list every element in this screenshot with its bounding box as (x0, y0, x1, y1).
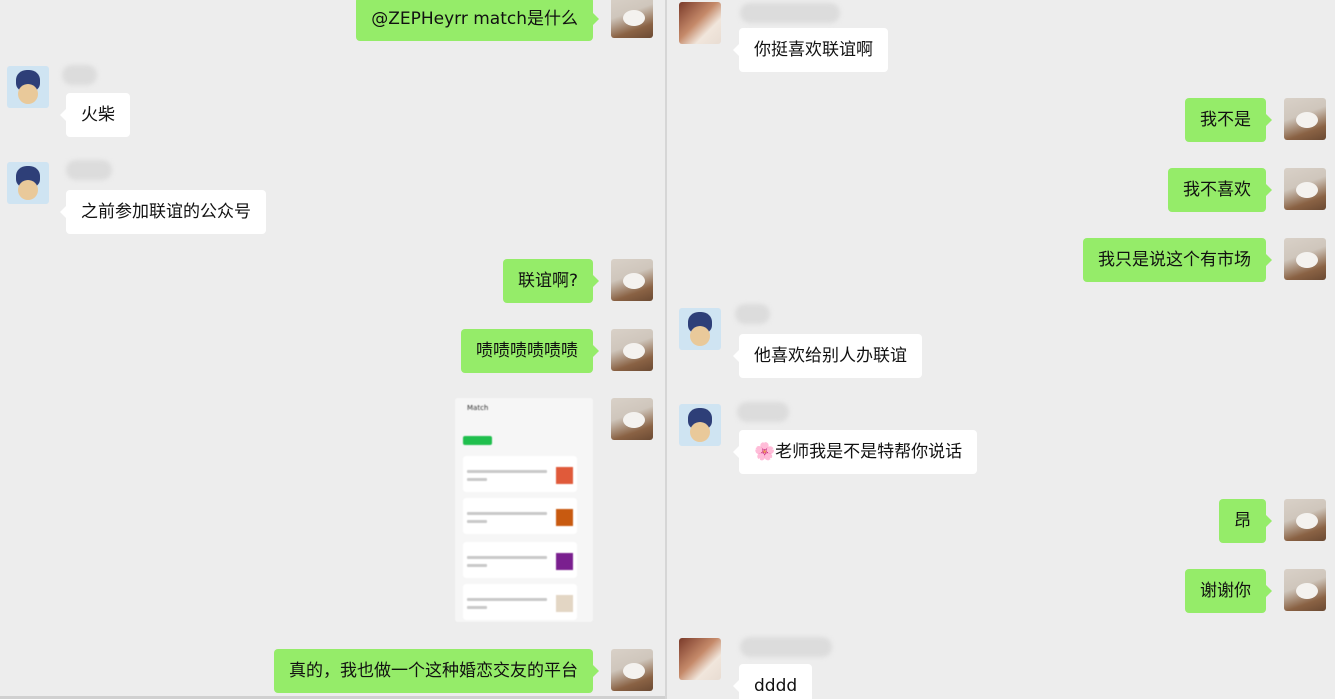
avatar[interactable] (611, 0, 653, 38)
sender-name (740, 637, 832, 657)
avatar[interactable] (1284, 238, 1326, 280)
avatar[interactable] (1284, 569, 1326, 611)
avatar[interactable] (611, 649, 653, 691)
avatar[interactable] (611, 259, 653, 301)
avatar[interactable] (1284, 98, 1326, 140)
message-bubble[interactable]: 昂 (1219, 499, 1272, 543)
chat-panel-right: 你挺喜欢联谊啊 我不是 我不喜欢 我只是说这个有市场 他喜欢给别人办联谊 🌸老师… (667, 0, 1335, 699)
sender-name (735, 304, 770, 324)
message-bubble[interactable]: 之前参加联谊的公众号 (60, 190, 266, 234)
message-bubble[interactable]: 谢谢你 (1185, 569, 1272, 613)
avatar[interactable] (611, 329, 653, 371)
message-bubble[interactable]: 我只是说这个有市场 (1083, 238, 1272, 282)
message-bubble[interactable]: 我不喜欢 (1168, 168, 1272, 212)
message-bubble[interactable]: 真的，我也做一个这种婚恋交友的平台 (274, 649, 599, 693)
avatar[interactable] (1284, 168, 1326, 210)
message-bubble[interactable]: 联谊啊? (502, 259, 600, 303)
panel-divider[interactable] (665, 0, 667, 699)
avatar[interactable] (7, 162, 49, 204)
message-bubble[interactable]: 他喜欢给别人办联谊 (733, 334, 922, 378)
sender-name (66, 160, 112, 180)
avatar[interactable] (679, 638, 721, 680)
image-title: Match (467, 404, 489, 412)
avatar[interactable] (679, 404, 721, 446)
article-card (463, 456, 577, 492)
sender-name (737, 402, 789, 422)
message-bubble[interactable]: 🌸老师我是不是特帮你说话 (732, 430, 978, 474)
article-card (463, 584, 577, 620)
avatar[interactable] (679, 308, 721, 350)
article-card (463, 498, 577, 534)
avatar[interactable] (611, 398, 653, 440)
message-bubble[interactable]: dddd (732, 664, 813, 699)
message-bubble[interactable]: 火柴 (60, 93, 130, 137)
avatar[interactable] (7, 66, 49, 108)
article-card (463, 542, 577, 578)
message-bubble[interactable]: @ZEPHeyrr match是什么 (356, 0, 599, 41)
sender-name (62, 65, 97, 85)
avatar[interactable] (1284, 499, 1326, 541)
message-bubble[interactable]: 我不是 (1185, 98, 1272, 142)
image-message[interactable]: Match (455, 398, 593, 622)
message-bubble[interactable]: 啧啧啧啧啧啧 (461, 329, 599, 373)
avatar[interactable] (679, 2, 721, 44)
follow-button-thumbnail (463, 436, 492, 445)
sender-name (740, 3, 840, 23)
chat-panel-left: @ZEPHeyrr match是什么 火柴 之前参加联谊的公众号 联谊啊? 啧啧… (0, 0, 665, 699)
message-bubble[interactable]: 你挺喜欢联谊啊 (733, 28, 888, 72)
scrollbar[interactable] (0, 696, 665, 699)
